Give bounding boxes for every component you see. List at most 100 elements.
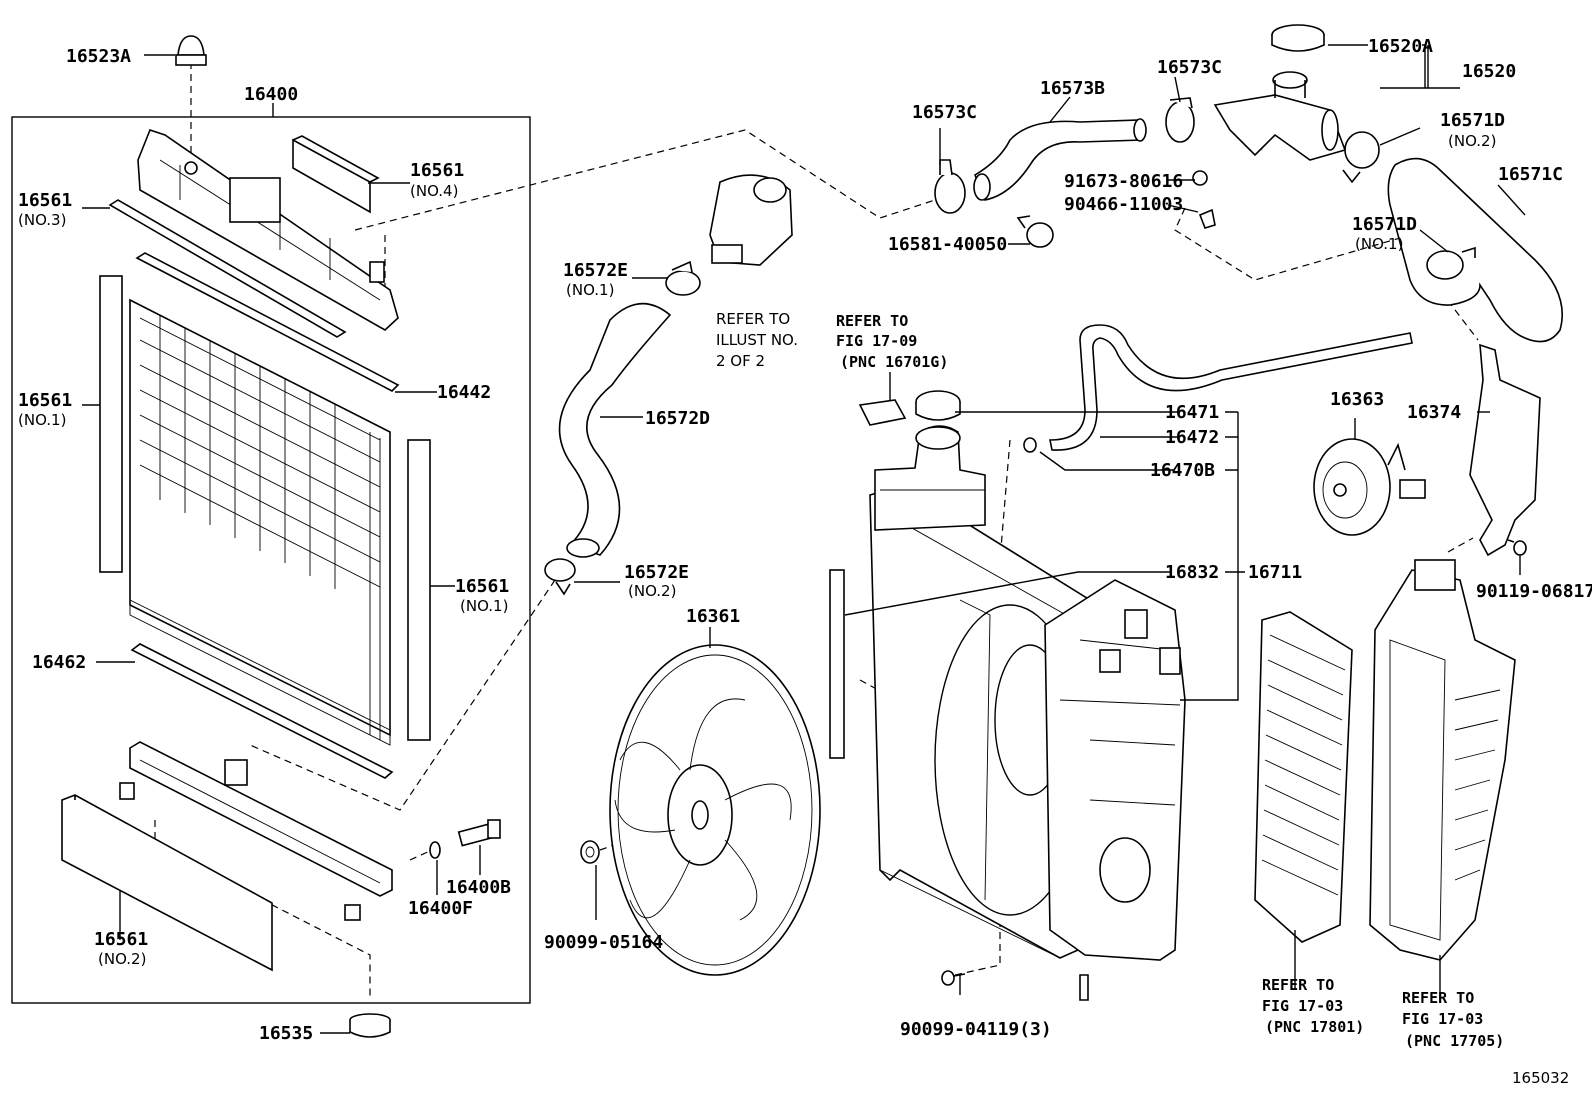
sponge-no1-left <box>99 275 123 573</box>
callout-16572E-no2-note: (NO.2) <box>628 582 676 600</box>
callout-90119-06817: 90119-06817 <box>1476 581 1592 602</box>
callout-16520: 16520 <box>1462 61 1516 82</box>
radiator-core <box>129 298 391 746</box>
hose-clamp-16572E-no2 <box>544 558 576 596</box>
sponge-no1-right <box>407 439 431 741</box>
radiator-lower-tank <box>119 741 393 921</box>
callout-16561-no2-note: (NO.2) <box>98 950 146 968</box>
refer-17705-line2: FIG 17-03 <box>1402 1010 1483 1028</box>
bolt-91673-80616 <box>1192 170 1208 186</box>
callout-16572E-no2: 16572E <box>624 562 689 583</box>
bracket-16374 <box>1469 343 1541 557</box>
callout-16400F: 16400F <box>408 898 473 919</box>
refer-fig-17-09-line3: (PNC 16701G) <box>840 353 948 371</box>
callout-16471: 16471 <box>1165 402 1219 423</box>
fan-shroud-16711 <box>869 484 1091 1001</box>
air-cleaner-case <box>1369 559 1516 961</box>
clip-16470B <box>1023 437 1037 453</box>
callout-16561-no1-right-note: (NO.1) <box>460 597 508 615</box>
callout-16571D-no2-note: (NO.2) <box>1448 132 1496 150</box>
callout-16571D-no1-note: (NO.1) <box>1355 235 1403 253</box>
refer-17705-line1: REFER TO <box>1402 989 1474 1007</box>
illust-note-line1: REFER TO <box>716 310 790 328</box>
callout-16572D: 16572D <box>645 408 710 429</box>
hose-clamp-16573C-left <box>934 159 966 214</box>
sponge-no4 <box>292 135 380 214</box>
nut-90099-05164 <box>580 840 600 864</box>
hose-clamp-16571D-no2 <box>1342 131 1380 184</box>
callout-16535: 16535 <box>259 1023 313 1044</box>
water-outlet-16520 <box>1213 71 1347 161</box>
clip-90466-11003 <box>1198 208 1216 229</box>
radiator-hose-16572D <box>558 302 672 558</box>
callout-16571C: 16571C <box>1498 164 1563 185</box>
callout-90466-11003: 90466-11003 <box>1064 194 1183 215</box>
callout-16571D-no2: 16571D <box>1440 110 1505 131</box>
callout-16561-no2: 16561 <box>94 929 148 950</box>
fan-motor-assembly <box>1044 579 1186 961</box>
bolt-90099-04119 <box>941 970 966 986</box>
label-plate <box>858 399 907 426</box>
radiator-group-frame <box>11 116 531 1004</box>
callout-90099-04119: 90099-04119(3) <box>900 1019 1052 1040</box>
callout-16573B: 16573B <box>1040 78 1105 99</box>
callout-16561-no3: 16561 <box>18 190 72 211</box>
reserve-tank-16470B <box>874 425 986 531</box>
seal-16832 <box>829 569 845 759</box>
air-filter-element <box>1254 611 1353 943</box>
callout-16571D-no1: 16571D <box>1352 214 1417 235</box>
callout-16711: 16711 <box>1248 562 1302 583</box>
callout-16832: 16832 <box>1165 562 1219 583</box>
callout-16361: 16361 <box>686 606 740 627</box>
leader-lines <box>82 44 1526 1034</box>
callout-16573C-left: 16573C <box>912 102 977 123</box>
fan-16361 <box>609 644 821 976</box>
callout-90099-05164: 90099-05164 <box>544 932 663 953</box>
o-ring-16400F <box>429 841 441 859</box>
cushion-16535 <box>349 1013 391 1038</box>
refer-17801-line3: (PNC 17801) <box>1265 1018 1364 1036</box>
callout-16400B: 16400B <box>446 877 511 898</box>
callout-91673-80616: 91673-80616 <box>1064 171 1183 192</box>
bolt-90119-06817 <box>1507 539 1527 556</box>
sponge-no2 <box>61 794 273 972</box>
callout-16374: 16374 <box>1407 402 1461 423</box>
callout-16400: 16400 <box>244 84 298 105</box>
reserve-cap-16471 <box>915 390 961 421</box>
callout-16561-no1-right: 16561 <box>455 576 509 597</box>
refer-17801-line1: REFER TO <box>1262 976 1334 994</box>
hose-clamp-16571D-no1 <box>1426 246 1476 280</box>
hose-clamp-16572E-no1 <box>665 260 701 296</box>
callout-16561-no1-left: 16561 <box>18 390 72 411</box>
callout-16363: 16363 <box>1330 389 1384 410</box>
refer-17705-line3: (PNC 17705) <box>1405 1032 1504 1050</box>
callout-labels: 16523A 16400 16561 (NO.4) 16561 (NO.3) 1… <box>18 36 1592 1087</box>
drain-cock-16400B <box>457 819 501 847</box>
radiator-upper-tank <box>137 129 399 331</box>
callout-16561-no4: 16561 <box>410 160 464 181</box>
gasket-16442 <box>135 252 400 392</box>
hose-clamp-16573C-right <box>1165 97 1195 143</box>
callout-16561-no3-note: (NO.3) <box>18 211 66 229</box>
hose-16573B <box>973 118 1147 201</box>
refer-fig-17-09-line1: REFER TO <box>836 312 908 330</box>
callout-16442: 16442 <box>437 382 491 403</box>
filler-cap-16520A <box>1271 24 1325 52</box>
fan-motor-16363 <box>1313 438 1426 536</box>
callout-16520A: 16520A <box>1368 36 1433 57</box>
water-inlet-housing <box>709 174 793 266</box>
hose-16472 <box>1049 324 1413 451</box>
illust-note-line2: ILLUST NO. <box>716 331 798 349</box>
callout-16470B: 16470B <box>1150 460 1215 481</box>
callout-16572E-no1-note: (NO.1) <box>566 281 614 299</box>
refer-17801-line2: FIG 17-03 <box>1262 997 1343 1015</box>
figure-number: 165032 <box>1512 1069 1569 1087</box>
callout-16581-40050: 16581-40050 <box>888 234 1007 255</box>
callout-16561-no4-note: (NO.4) <box>410 182 458 200</box>
callout-16523A: 16523A <box>66 46 131 67</box>
radiator-cap-16523A <box>175 35 207 66</box>
callout-16561-no1-left-note: (NO.1) <box>18 411 66 429</box>
clamp-16581-40050 <box>1016 215 1054 248</box>
illust-note-line3: 2 OF 2 <box>716 352 765 370</box>
